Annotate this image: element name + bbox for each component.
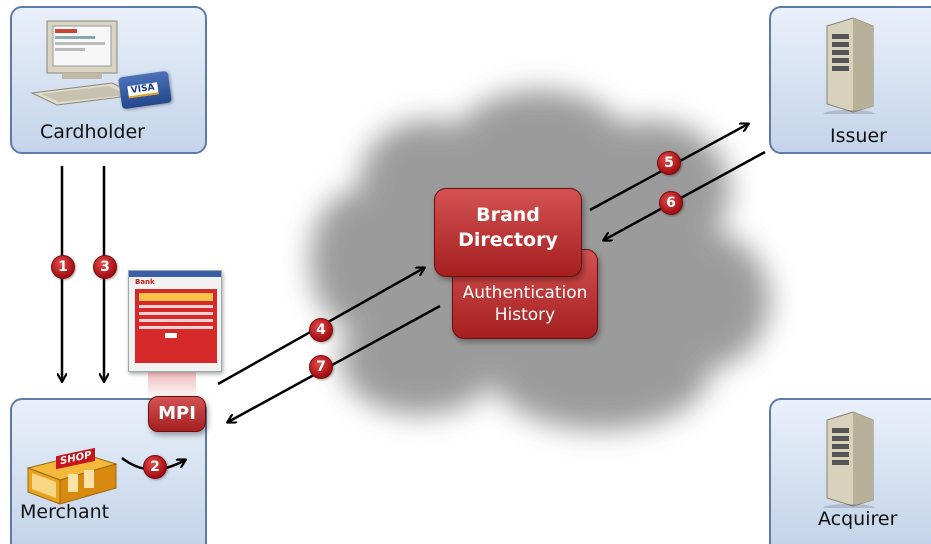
mpi-badge: MPI	[148, 396, 206, 432]
computer-icon	[30, 20, 139, 106]
popup-titlebar	[129, 271, 221, 277]
step-6-badge: 6	[659, 191, 683, 215]
mpi-glow	[148, 372, 196, 400]
brand-directory-box[interactable]: Brand Directory	[434, 188, 582, 277]
step-3-badge: 3	[93, 255, 117, 279]
issuer-label: Issuer	[830, 125, 887, 147]
step-5-badge: 5	[657, 151, 681, 175]
brand-directory-label: Brand Directory	[458, 204, 558, 251]
issuer-box[interactable]: Issuer	[769, 6, 931, 154]
authentication-history-label: Authentication History	[462, 283, 588, 325]
acquirer-label: Acquirer	[818, 508, 898, 530]
acquirer-box[interactable]: Acquirer	[769, 398, 931, 544]
bank-popup-window: Bank	[128, 270, 222, 372]
popup-form	[135, 289, 217, 363]
server-icon	[823, 411, 875, 508]
cardholder-label: Cardholder	[40, 121, 145, 143]
step-7-badge: 7	[309, 355, 333, 379]
step-4-badge: 4	[309, 318, 333, 342]
arrow-7	[228, 304, 441, 422]
step-2-badge: 2	[143, 455, 167, 479]
arrow-6	[604, 150, 766, 240]
bank-logo: Bank	[135, 278, 155, 286]
step-1-badge: 1	[51, 255, 75, 279]
server-icon	[823, 17, 875, 114]
merchant-label: Merchant	[20, 501, 110, 523]
cardholder-box[interactable]: VISA Cardholder	[10, 6, 207, 154]
